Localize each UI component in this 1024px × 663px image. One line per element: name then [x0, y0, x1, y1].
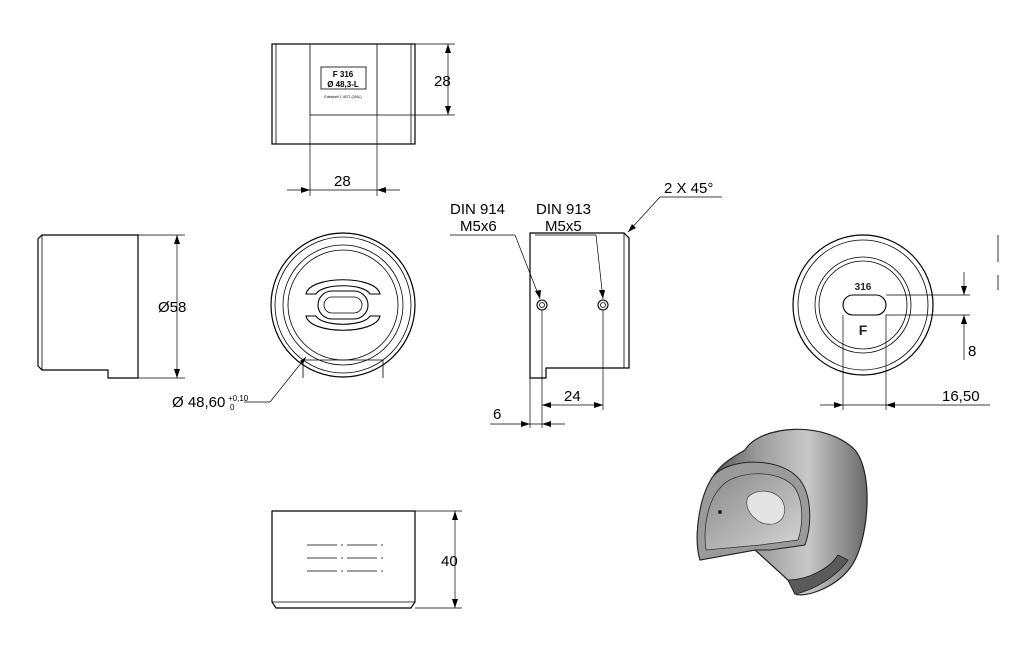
- dim-right-slot-height: 8: [968, 343, 976, 360]
- top-engraving: 316: [855, 282, 872, 293]
- right-view: 316 F 8 16,50: [792, 234, 999, 410]
- dim-bore-tol-lower: 0: [230, 403, 235, 412]
- screw2-standard: DIN 913: [536, 201, 591, 218]
- center-slot: [317, 290, 369, 320]
- top-view: F 316 Ø 48,3-L Edelstahl 1.4571 (316L) 2…: [271, 43, 455, 196]
- isometric-render: [696, 428, 868, 596]
- engraved-label-box: [320, 66, 367, 90]
- front-outer-ring: [270, 232, 416, 378]
- screw1-standard: DIN 914: [450, 201, 505, 218]
- dim-bore-tol-upper: +0,10: [228, 394, 249, 403]
- iso-screw-hole: [718, 510, 722, 514]
- screw2-size: M5x5: [545, 218, 582, 235]
- dim-top-width: 28: [334, 173, 351, 190]
- bottom-engraving: F: [859, 322, 868, 338]
- label-line-2: Ø 48,3-L: [327, 80, 359, 89]
- dim-top-height: 28: [434, 73, 451, 90]
- dim-side-offset: 6: [493, 406, 501, 423]
- dim-side-spacing: 24: [564, 388, 581, 405]
- side-view: DIN 914 M5x6 DIN 913 M5x5 2 X 45° 6 24: [450, 180, 722, 428]
- right-slot: [842, 294, 887, 316]
- label-plate: [309, 43, 378, 116]
- dim-right-slot-width: 16,50: [942, 388, 980, 405]
- dim-chamfer: 2 X 45°: [664, 180, 713, 197]
- label-fine-print: Edelstahl 1.4571 (316L): [324, 95, 361, 99]
- upper-groove: [305, 279, 381, 295]
- bottom-view: 40: [271, 510, 462, 609]
- dim-left-diameter: Ø58: [158, 299, 186, 316]
- bottom-view-body: [271, 510, 416, 609]
- dim-bottom-height: 40: [441, 553, 458, 570]
- front-view: Ø 48,60 +0,10 0: [172, 232, 416, 412]
- label-line-1: F 316: [333, 70, 354, 79]
- left-view: Ø58: [37, 234, 186, 379]
- right-outer-ring: [792, 234, 934, 376]
- lower-groove: [305, 315, 381, 331]
- top-view-body: [271, 43, 416, 145]
- dim-bore-diameter: Ø 48,60: [172, 394, 225, 411]
- side-view-body: [529, 232, 630, 379]
- left-view-body: [37, 234, 139, 379]
- screw1-size: M5x6: [460, 218, 497, 235]
